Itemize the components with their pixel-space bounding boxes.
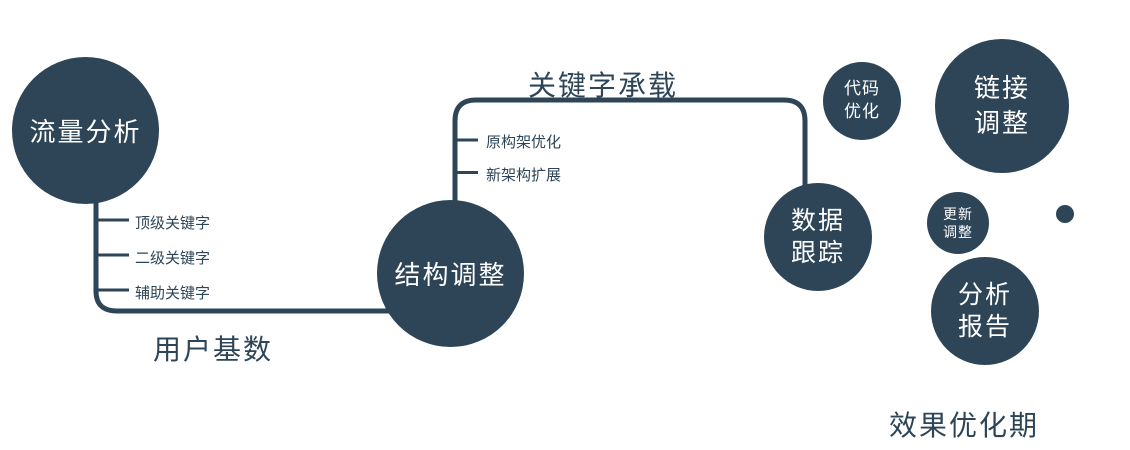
branch-label-orig-architecture: 原构架优化 bbox=[486, 134, 562, 151]
node-analysis-report-label: 分析 报告 bbox=[957, 280, 1012, 342]
node-traffic-analysis: 流量分析 bbox=[12, 57, 159, 204]
node-link-adjust: 链接 调整 bbox=[935, 39, 1069, 173]
node-structure-adjust-label: 结构调整 bbox=[394, 260, 507, 290]
node-structure-adjust: 结构调整 bbox=[377, 200, 524, 347]
node-data-tracking: 数据 跟踪 bbox=[764, 183, 872, 291]
branch-label-aux-keyword: 辅助关键字 bbox=[135, 285, 211, 302]
node-update-adjust-label: 更新 调整 bbox=[943, 205, 973, 240]
node-link-adjust-label: 链接 调整 bbox=[973, 72, 1030, 138]
edge-label-user-base: 用户基数 bbox=[153, 334, 274, 365]
node-data-tracking-label: 数据 跟踪 bbox=[790, 206, 845, 268]
branch-label-second-keyword: 二级关键字 bbox=[135, 250, 211, 267]
node-code-optimize-label: 代码 优化 bbox=[844, 79, 880, 121]
branch-label-new-architecture: 新架构扩展 bbox=[486, 167, 562, 184]
edge-structure-to-tracking bbox=[452, 97, 808, 206]
dot-marker bbox=[1056, 205, 1074, 223]
node-update-adjust: 更新 调整 bbox=[927, 192, 989, 254]
node-code-optimize: 代码 优化 bbox=[823, 62, 901, 140]
branch-label-top-keyword: 顶级关键字 bbox=[135, 215, 211, 232]
edge-label-keyword-carry: 关键字承载 bbox=[528, 70, 679, 101]
branch-ticks bbox=[96, 138, 478, 292]
footer-phase-label: 效果优化期 bbox=[889, 410, 1040, 441]
node-analysis-report: 分析 报告 bbox=[931, 257, 1039, 365]
node-traffic-analysis-label: 流量分析 bbox=[29, 117, 142, 147]
